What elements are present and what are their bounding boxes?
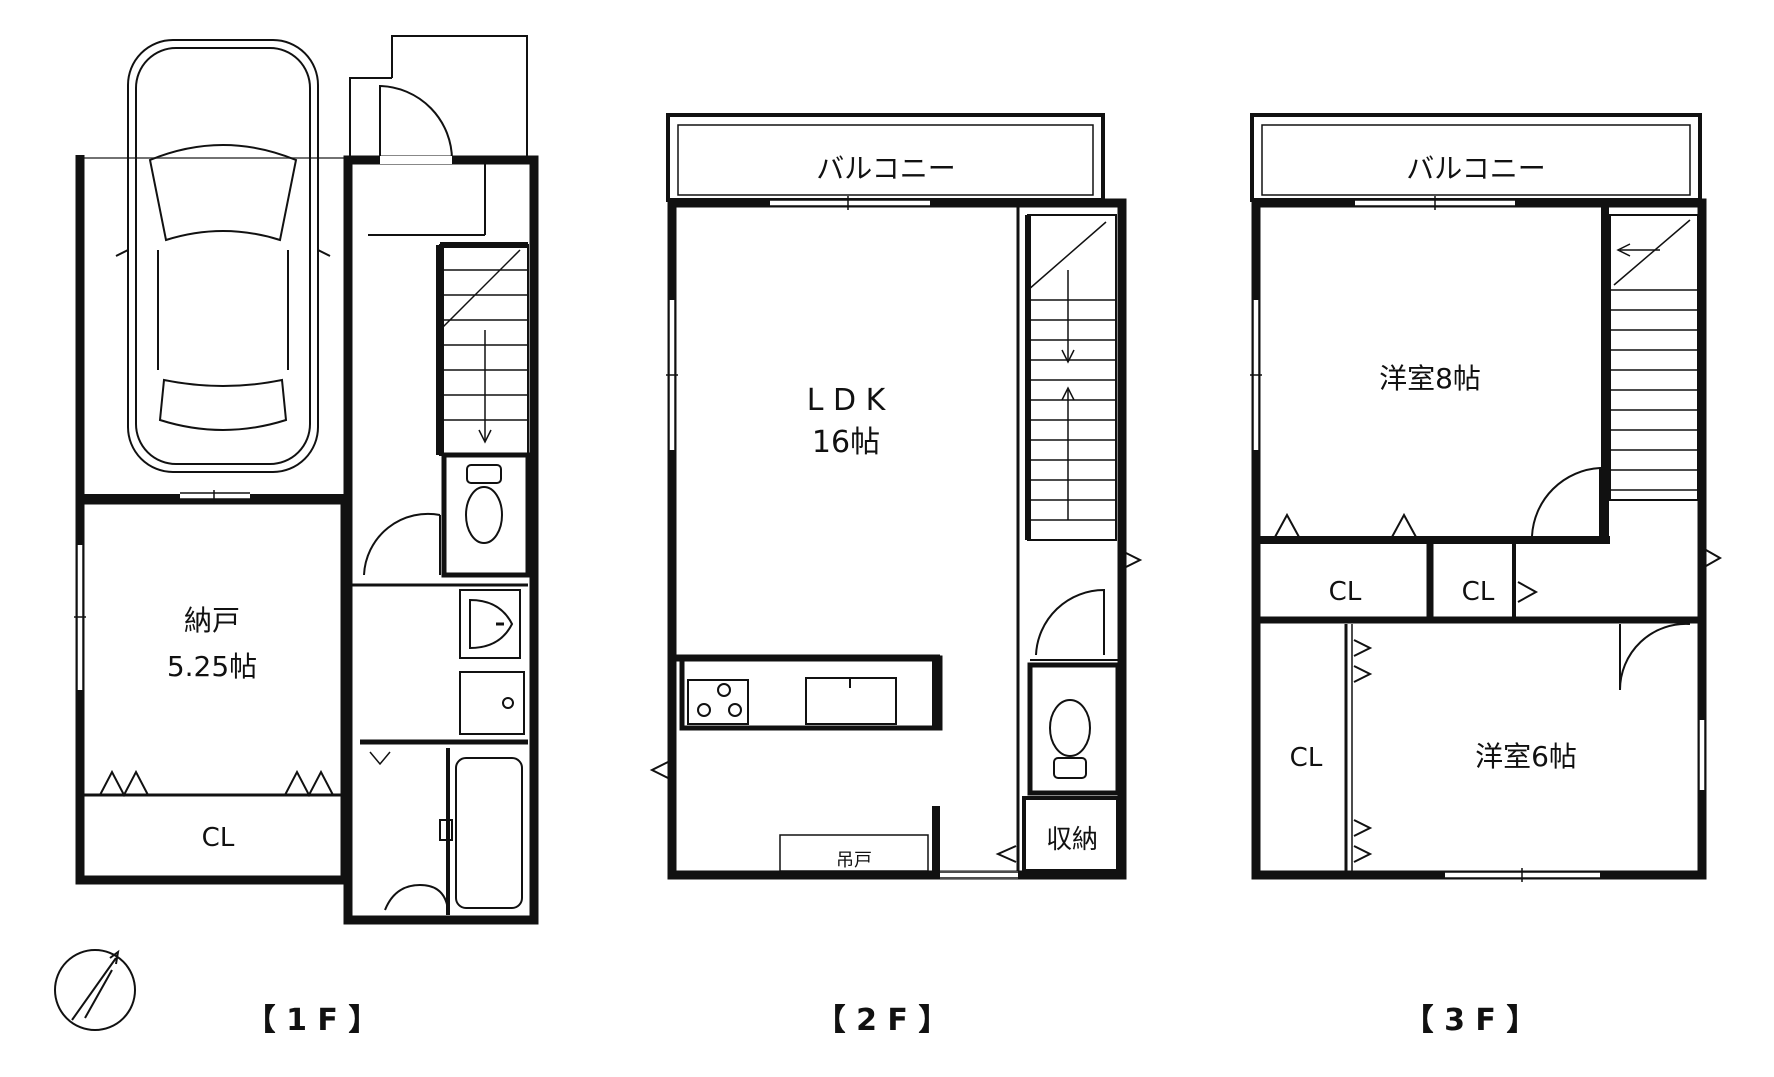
ldk-name: L D K [807,383,887,418]
floor-2-label: 【 2 F 】 [816,1003,949,1038]
balcony-3f: バルコニー [1406,152,1545,185]
storage-2f: 収納 [1046,825,1098,855]
floor-3: バルコニー [1250,113,1723,882]
floor-1: 納戸 5.25帖 CL [74,35,539,925]
stairs-icon [1025,214,1117,541]
closet-label: CL [202,823,235,853]
sink-icon [459,589,521,659]
toilet-icon [1049,699,1091,779]
floor-3-label: 【 3 F 】 [1404,1003,1537,1038]
western-room-8: 洋室8帖 [1379,362,1481,395]
car-icon [115,39,331,473]
stairs-icon [436,242,529,456]
western-room-6: 洋室6帖 [1475,740,1577,773]
ldk-size: 16帖 [812,425,880,460]
stove-icon [687,679,749,725]
storage-room-size: 5.25帖 [167,650,257,683]
balcony-2f: バルコニー [816,152,955,185]
floor-1-label: 【 1 F 】 [246,1003,379,1038]
hanging-cabinet: 吊戸 [836,850,872,871]
closet-b: CL [1462,577,1495,607]
toilet-icon [465,464,503,544]
storage-room-name: 納戸 [184,604,240,637]
stairs-icon [1609,214,1699,501]
floor-2: バルコニー [649,113,1143,880]
compass-north-icon [54,949,136,1031]
closet-c: CL [1290,743,1323,773]
sink-icon [805,677,897,725]
bathtub-icon [439,757,523,909]
closet-a: CL [1329,577,1362,607]
washer-icon [459,671,525,735]
